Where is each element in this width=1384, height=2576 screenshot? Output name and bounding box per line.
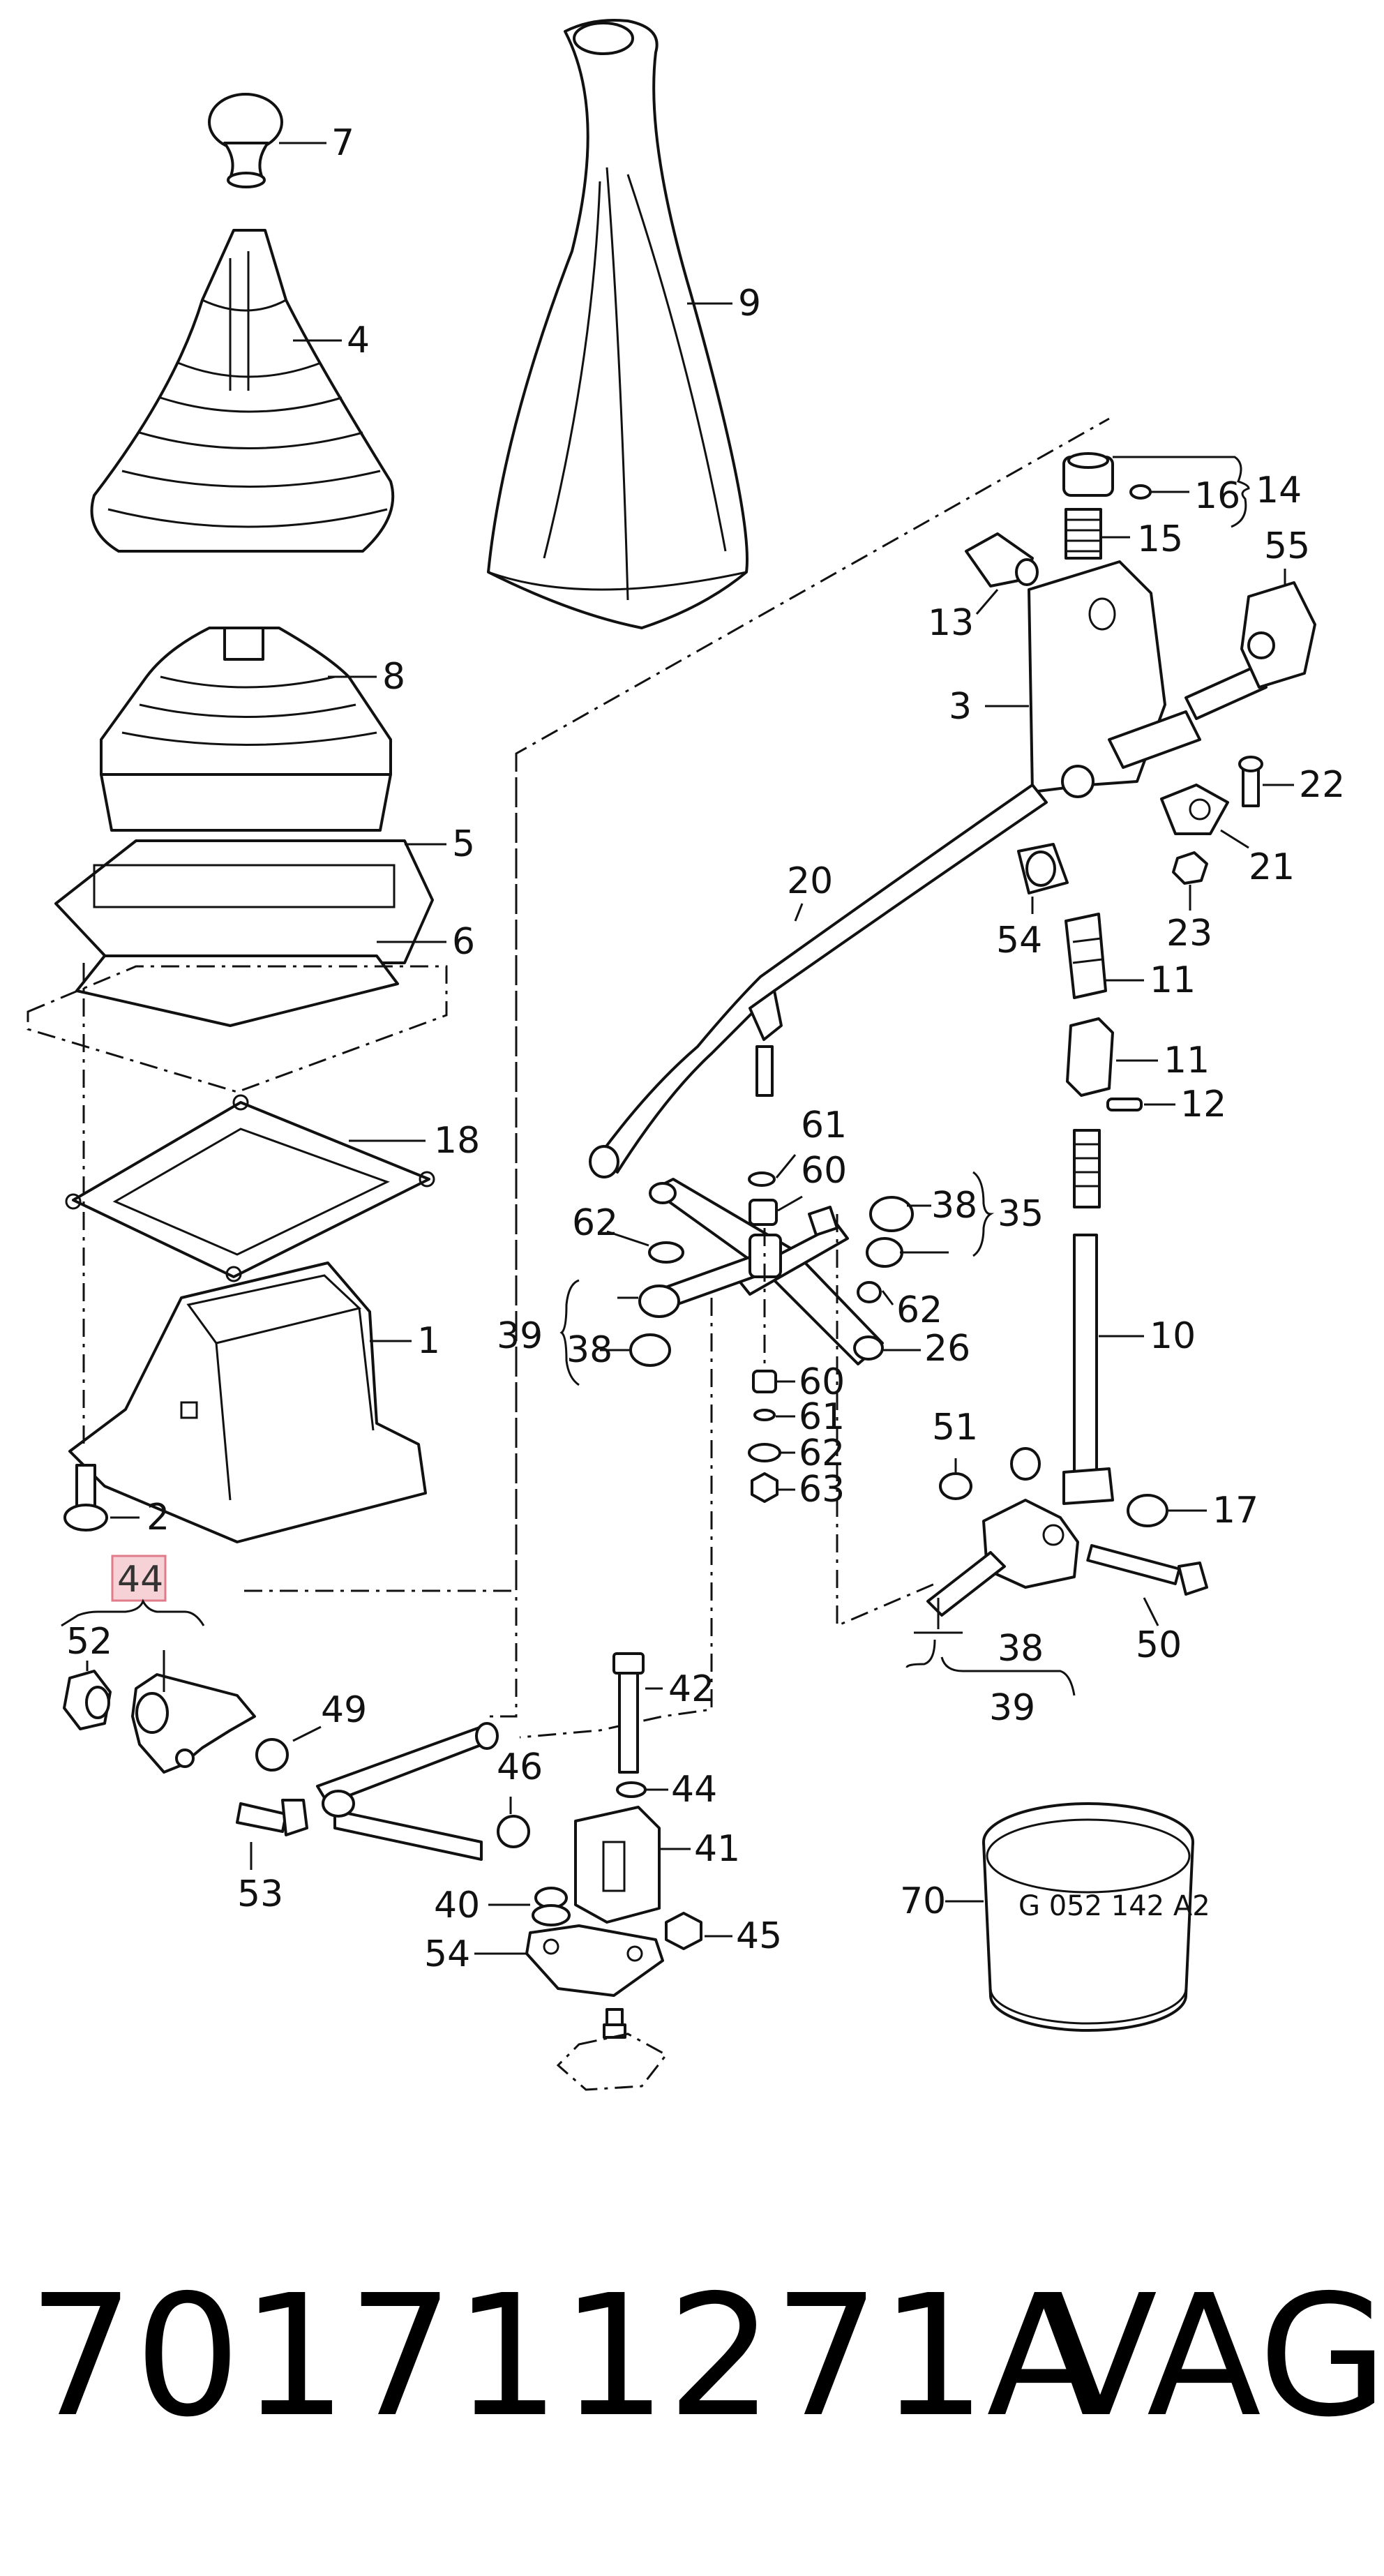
callout-62b: 62 [572,1202,618,1244]
callout-46: 53 [237,1873,283,1915]
callout-49: 41 [694,1828,740,1870]
bushing-17 [1010,1447,1168,1527]
callout-14: 14 [1256,470,1302,511]
callout-53: 45 [736,1915,782,1957]
callout-15: 15 [1137,518,1183,560]
callout-8: 8 [382,656,405,698]
callout-35-right: 38 [931,1185,977,1227]
nut-40 [939,1472,972,1500]
callout-17: 17 [1212,1490,1258,1532]
callout-61a: 61 [801,1104,847,1146]
nut-23 [1172,851,1208,885]
callout-39: 50 [1136,1624,1182,1666]
callout-40: 51 [932,1407,978,1448]
callout-7: 7 [331,122,354,164]
callout-13: 13 [928,602,974,644]
callout-45: 52 [66,1621,112,1663]
ball-35 [857,1196,914,1303]
washer-62-left [648,1241,684,1264]
callout-10: 10 [1150,1315,1196,1357]
callout-6: 6 [452,921,475,963]
bolt [63,1464,108,1532]
selector-lever-arm [131,1673,256,1774]
selector-guide-upper [1065,913,1107,999]
callout-2: 2 [146,1497,170,1538]
bolt-51 [612,1652,645,1774]
inner-boot [100,627,392,832]
callout-26: 26 [924,1328,970,1370]
callout-55: 55 [1264,525,1310,567]
bottom-fastener [603,2008,626,2039]
small-bolt-22 [1238,756,1263,807]
footer-brand: VAG [1043,2259,1384,2454]
bolt-46 [236,1799,308,1836]
bushing-54 [1017,843,1069,894]
rubber-mount [1240,581,1316,689]
shift-rod [589,784,1048,1178]
ball-socket-35-left [629,1285,680,1367]
callout-34: 35 [998,1193,1044,1235]
callout-42: 49 [321,1689,367,1731]
callout-44: 44 [117,1559,163,1601]
callout-35-lower: 38 [998,1628,1044,1670]
callout-5: 5 [452,823,475,865]
callout-23: 23 [1166,913,1212,954]
selector-bracket [1028,560,1268,798]
shift-knob [208,93,283,188]
bushing-45 [63,1670,112,1730]
callout-50: 54 [424,1933,470,1975]
lower-stack [748,1370,781,1503]
callout-12: 12 [1180,1084,1226,1125]
bushing-38 [532,1887,571,1926]
sleeve-70 [982,1802,1194,2032]
callout-51: 42 [668,1668,714,1710]
callout-22: 22 [1299,764,1345,806]
bushing-60-top [749,1199,778,1226]
callout-38: 40 [434,1885,480,1926]
callout-35-left: 38 [566,1329,612,1371]
washer-52 [616,1781,647,1798]
callout-70: 70 [900,1880,946,1922]
callout-44-highlight: 44 [111,1555,167,1602]
callout-60a: 60 [801,1150,847,1192]
gear-lever-gaiter [487,19,749,629]
callout-37-left: 39 [497,1315,543,1357]
ball-42 [255,1738,289,1772]
callout-41: 46 [497,1746,543,1788]
bracket-49 [574,1806,661,1924]
callout-37-lower: 39 [989,1687,1035,1729]
callout-18: 18 [434,1120,480,1162]
callout-54: 54 [996,920,1042,961]
clamp-21 [1160,784,1229,835]
boot-frame [54,839,434,964]
part-stamp-label: G 052 142 A2 [1018,1890,1210,1922]
callout-11a: 11 [1150,959,1196,1001]
callout-4: 4 [347,320,370,361]
gasket [75,954,399,1027]
connecting-rod-41 [316,1722,530,1861]
footer-part-number: 701711271A [28,2259,1101,2454]
callout-11b: 11 [1164,1040,1210,1081]
callout-52: 44 [671,1769,717,1811]
seal-gasket [65,1094,435,1282]
shift-housing [68,1261,427,1543]
pivot-pin [965,532,1039,587]
oring-61-top [748,1171,776,1187]
callout-9: 9 [738,283,761,324]
callout-1: 1 [417,1320,440,1362]
shift-shaft [1062,1234,1114,1505]
nut-53 [665,1912,702,1950]
callout-3: 3 [949,686,972,728]
selector-guide-lower [1066,1017,1143,1208]
callout-20: 20 [787,860,833,902]
callout-62a: 62 [896,1289,942,1331]
mounting-plate-50 [525,1924,664,1997]
callout-16: 16 [1194,475,1240,517]
detent-assembly [1062,452,1152,560]
gear-lever-boot [90,229,395,553]
callout-21: 21 [1249,846,1295,888]
shift-yoke [926,1499,1208,1617]
